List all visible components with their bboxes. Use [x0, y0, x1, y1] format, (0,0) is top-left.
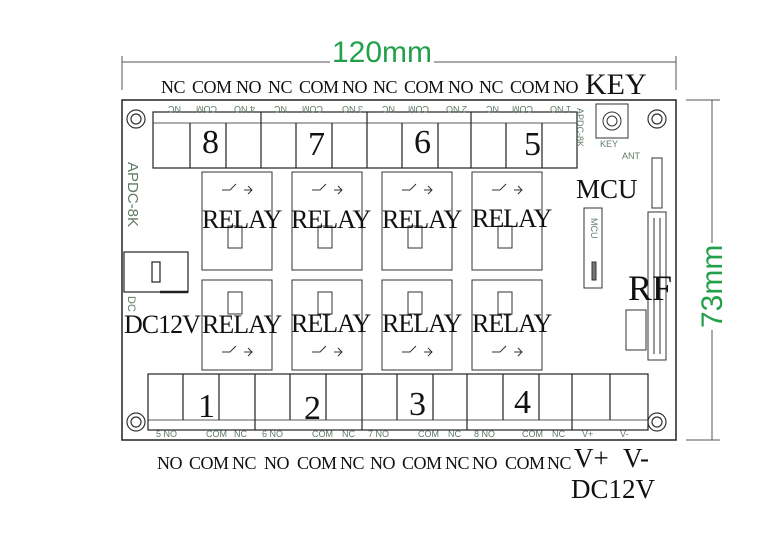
silk-top: 3 NO: [342, 104, 364, 114]
silk-top: COM: [408, 104, 429, 114]
silk-bottom: 8 NO: [474, 429, 496, 439]
silk-bottom: 5 NO: [156, 429, 178, 439]
rf-label: RF: [628, 268, 673, 308]
silk-top: 1 NO: [550, 104, 572, 114]
top-terminal-label: NC: [268, 77, 293, 97]
dc-jack: [123, 251, 189, 294]
silk-bottom: V+: [582, 429, 594, 439]
silk-dc: DC: [125, 296, 137, 312]
dc-jack-label: DC12V: [124, 310, 201, 339]
silk-bottom: COM: [312, 429, 333, 439]
top-terminal-label: NC: [479, 77, 504, 97]
bottom-terminal-label: COM: [189, 453, 229, 473]
silk-ant: ANT: [622, 151, 640, 161]
channel-number: 5: [524, 126, 541, 163]
mcu-chip: [583, 207, 603, 289]
top-terminal-label: NC: [373, 77, 398, 97]
relay-label: RELAY: [382, 309, 462, 338]
bottom-terminal-block: [147, 373, 649, 431]
vplus-label: V+: [574, 443, 609, 473]
silk-top: COM: [196, 104, 217, 114]
silk-top: 2 NO: [446, 104, 468, 114]
silk-bottom: NC: [234, 429, 247, 439]
relay-label: RELAY: [202, 205, 282, 234]
silk-top: COM: [302, 104, 323, 114]
mounting-holes: [126, 109, 667, 432]
channel-number: 4: [514, 384, 531, 421]
relay-label: RELAY: [202, 310, 282, 339]
key-button: [595, 103, 629, 139]
channel-number: 6: [414, 124, 431, 161]
relay-label: RELAY: [472, 204, 552, 233]
silk-bottom: V-: [620, 429, 629, 439]
bottom-terminal-label: NO: [370, 453, 396, 473]
channel-number: 1: [198, 388, 215, 425]
relay-label: RELAY: [472, 309, 552, 338]
bottom-terminal-label: NC: [232, 453, 257, 473]
relays-bottom-row: [201, 279, 543, 371]
silk-key: KEY: [600, 139, 619, 149]
channel-number: 8: [202, 124, 219, 161]
silk-mcu: MCU: [589, 218, 599, 239]
rf-module: [625, 157, 667, 361]
silk-bottom: 7 NO: [368, 429, 390, 439]
channel-number: 2: [304, 390, 321, 427]
top-terminal-label: NO: [448, 77, 474, 97]
silk-top: NC: [486, 104, 499, 114]
width-label: 120mm: [330, 36, 435, 69]
height-label: 73mm: [696, 242, 729, 330]
silk-top: NC: [168, 104, 181, 114]
bottom-terminal-label: NO: [157, 453, 183, 473]
supply-label: DC12V: [571, 474, 656, 504]
relays-top-row: [201, 171, 543, 271]
silk-top: COM: [512, 104, 533, 114]
silk-top: 4 NO: [234, 104, 256, 114]
bottom-terminal-label: NO: [264, 453, 290, 473]
vminus-label: V-: [623, 443, 650, 473]
channel-number: 3: [409, 386, 426, 423]
bottom-terminal-label: NC: [445, 453, 470, 473]
silk-top: NC: [274, 104, 287, 114]
silk-bottom: COM: [418, 429, 439, 439]
mcu-label: MCU: [576, 174, 638, 204]
top-terminal-label: NO: [553, 77, 579, 97]
board-model: APDC-8K: [124, 162, 141, 228]
bottom-terminal-label: NC: [547, 453, 572, 473]
silk-top: NC: [382, 104, 395, 114]
silk-bottom: NC: [342, 429, 355, 439]
bottom-terminal-label: COM: [297, 453, 337, 473]
top-terminal-label: NC: [161, 77, 186, 97]
relay-label: RELAY: [291, 309, 371, 338]
top-terminal-label: COM: [404, 77, 444, 97]
relay-label: RELAY: [382, 205, 462, 234]
top-terminal-label: COM: [299, 77, 339, 97]
bottom-terminal-label: COM: [505, 453, 545, 473]
silk-bottom: NC: [552, 429, 565, 439]
silk-top: APDC-8K: [575, 108, 585, 148]
key-label: KEY: [585, 68, 647, 101]
top-terminal-label: COM: [192, 77, 232, 97]
silk-bottom: COM: [522, 429, 543, 439]
silk-bottom: 6 NO: [262, 429, 284, 439]
top-terminal-label: COM: [510, 77, 550, 97]
top-terminal-label: NO: [236, 77, 262, 97]
channel-number: 7: [308, 126, 325, 163]
top-terminal-label: NO: [342, 77, 368, 97]
relay-label: RELAY: [291, 205, 371, 234]
bottom-terminal-label: NO: [472, 453, 498, 473]
silk-bottom: COM: [206, 429, 227, 439]
bottom-terminal-label: COM: [402, 453, 442, 473]
top-terminal-block: [152, 111, 578, 169]
silk-bottom: NC: [448, 429, 461, 439]
bottom-terminal-label: NC: [340, 453, 365, 473]
